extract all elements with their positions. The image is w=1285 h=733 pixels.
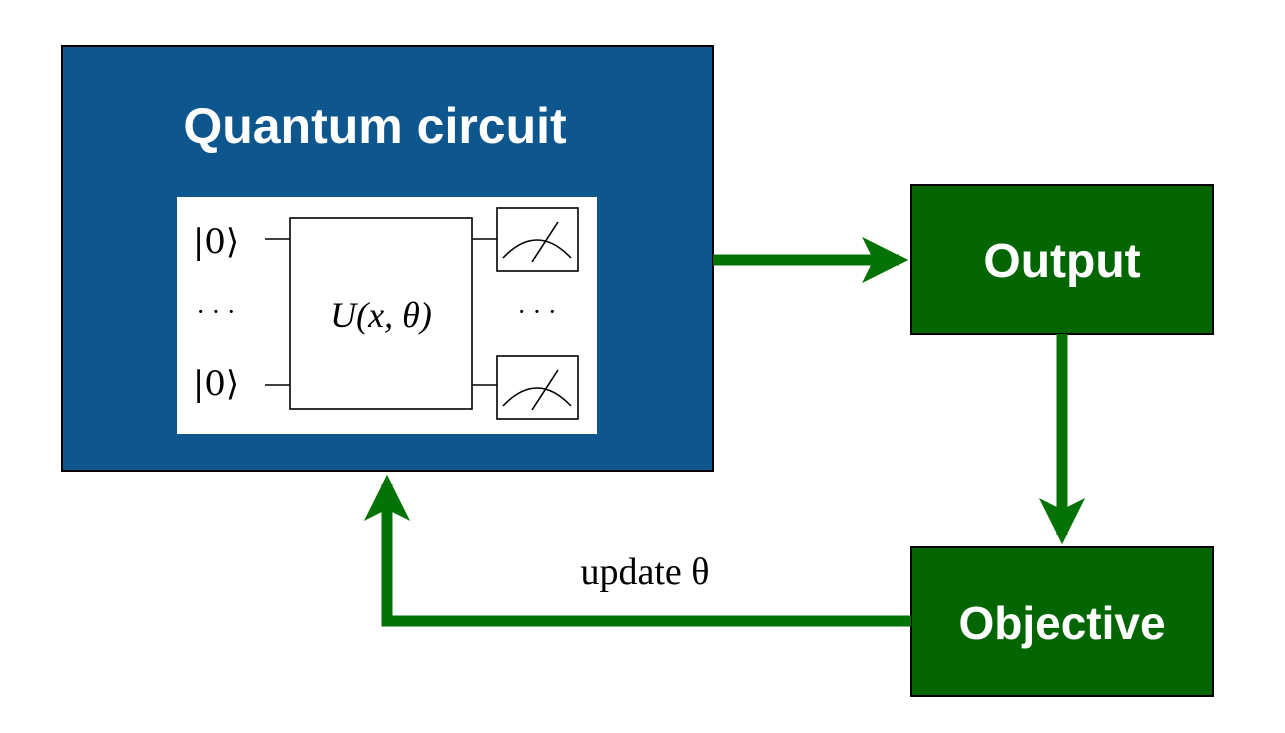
output-title: Output bbox=[983, 235, 1140, 288]
qubit-dots: · · · bbox=[197, 298, 235, 326]
objective-title: Objective bbox=[958, 597, 1165, 649]
objective-box bbox=[910, 546, 1214, 697]
circuit-panel: |0⟩ · · · |0⟩ U(x, θ) · · · bbox=[177, 197, 597, 434]
quantum-circuit-node: Quantum circuit |0⟩ · · · |0⟩ U(x, θ) bbox=[61, 45, 714, 472]
measurement-meter-icon bbox=[496, 207, 579, 272]
unitary-label: U(x, θ) bbox=[330, 295, 432, 335]
unitary-gate bbox=[289, 217, 473, 410]
unitary-symbol: U bbox=[330, 295, 358, 335]
qubit-bottom-label: |0⟩ bbox=[193, 364, 239, 404]
measurement-meter-icon bbox=[496, 355, 579, 420]
measurement-dots: · · · bbox=[518, 298, 556, 326]
arrows bbox=[363, 236, 1086, 627]
arrow-objective-to-circuit bbox=[363, 474, 911, 627]
objective-node: Objective bbox=[910, 546, 1214, 697]
quantum-circuit-title: Quantum circuit bbox=[183, 98, 567, 154]
qubit-top-label: |0⟩ bbox=[193, 222, 239, 262]
unitary-arguments: (x, θ) bbox=[356, 295, 432, 335]
output-node: Output bbox=[910, 184, 1214, 335]
feedback-label: update θ bbox=[581, 551, 710, 593]
